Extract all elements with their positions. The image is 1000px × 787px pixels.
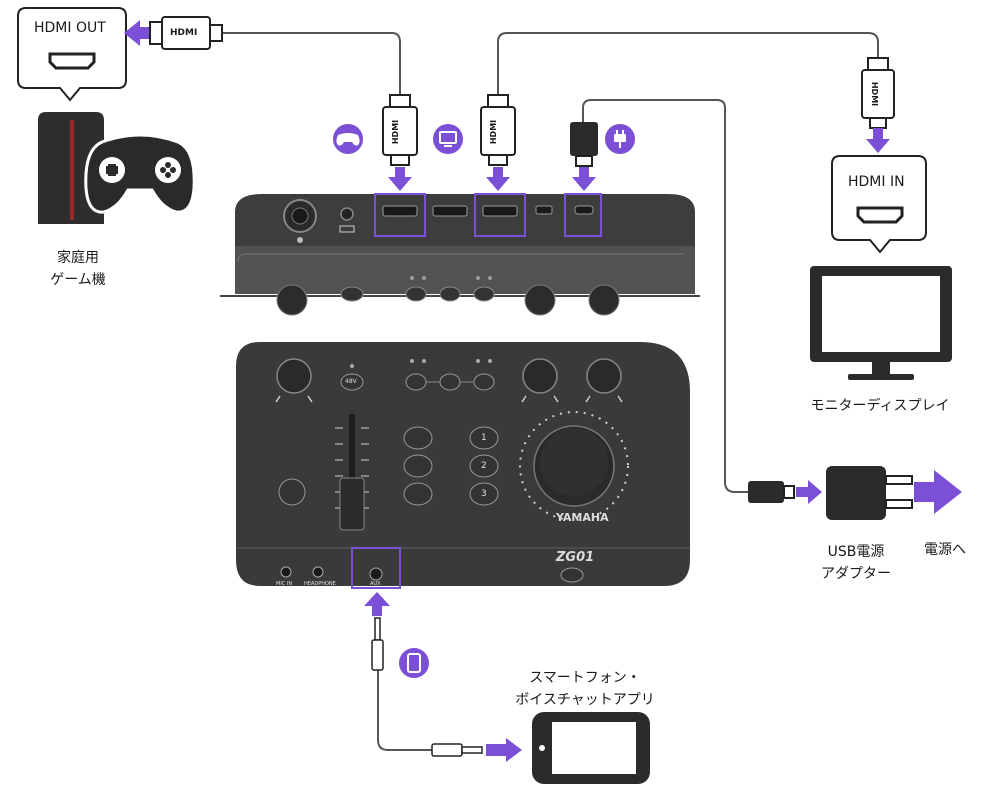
hdmi-in-callout [831,155,927,254]
console-label-1: 家庭用 [57,250,99,266]
arrow-hdmi-game [388,167,412,191]
hdmi-plug-label-console: HDMI [170,28,198,38]
headphone-label: HEADPHONE [304,581,336,587]
model-label: ZG01 [556,550,595,565]
hdmi-port-icon [856,206,904,224]
hdmi-plug-game [382,94,418,166]
smartphone-icon [399,648,429,678]
console-label-2: ゲーム機 [50,272,106,288]
hdmi-plug-monitor [861,57,895,129]
cable-hdmi-out [222,32,401,95]
cables [222,32,879,751]
arrow-to-power [914,470,962,514]
aux-plug-vertical [371,617,384,671]
cable-hdmi-in [497,32,879,95]
brand-label: YAMAHA [556,511,609,524]
scene-button-3-label: 3 [481,489,487,499]
aux-label: AUX [370,581,381,587]
hdmi-plug-label-game: HDMI [391,119,401,145]
hdmi-plug-console [149,16,223,50]
monitor-icon [433,124,463,154]
power-plug-icon [605,124,635,154]
aux-plug-horizontal [431,743,483,757]
arrow-to-adapter [796,480,822,504]
arrow-to-aux [364,592,390,616]
hdmi-port-icon [48,52,96,70]
monitor-display [810,266,952,380]
zg01-top-view [236,342,690,589]
power-label: 電源へ [924,542,966,558]
phone-label-2: ボイスチャットアプリ [515,692,655,708]
monitor-label: モニターディスプレイ [810,398,950,414]
arrow-to-hdmi-out [124,20,150,46]
cable-usb-power [582,99,748,493]
hdmi-plug-display [480,94,516,166]
cable-aux [377,670,432,751]
hdmi-out-callout [17,7,127,102]
gamepad-icon [333,124,363,154]
mic-in-label: MIC IN [276,581,293,587]
hdmi-in-label: HDMI IN [848,174,905,190]
hdmi-plug-label-monitor: HDMI [870,81,880,107]
phone-label-1: スマートフォン・ [529,670,641,686]
usb-adapter-label-2: アダプター [821,566,891,582]
scene-button-2-label: 2 [481,461,487,471]
arrow-usb [572,167,596,191]
gamepad-illustration [84,133,196,214]
hdmi-plug-label-display: HDMI [489,119,499,145]
usb-plug-device [570,122,598,167]
button-48v-label: 48V [345,378,357,385]
hdmi-out-label: HDMI OUT [34,20,106,36]
usb-adapter-label-1: USB電源 [827,544,885,560]
usb-plug-adapter [748,481,795,503]
arrow-hdmi-display [486,167,510,191]
arrow-to-monitor [866,128,890,153]
arrow-to-phone [486,738,522,762]
scene-button-1-label: 1 [481,433,487,443]
game-console [38,112,196,224]
zg01-rear-view [220,193,700,316]
usb-power-adapter [826,466,913,520]
smartphone-illustration [532,712,650,784]
